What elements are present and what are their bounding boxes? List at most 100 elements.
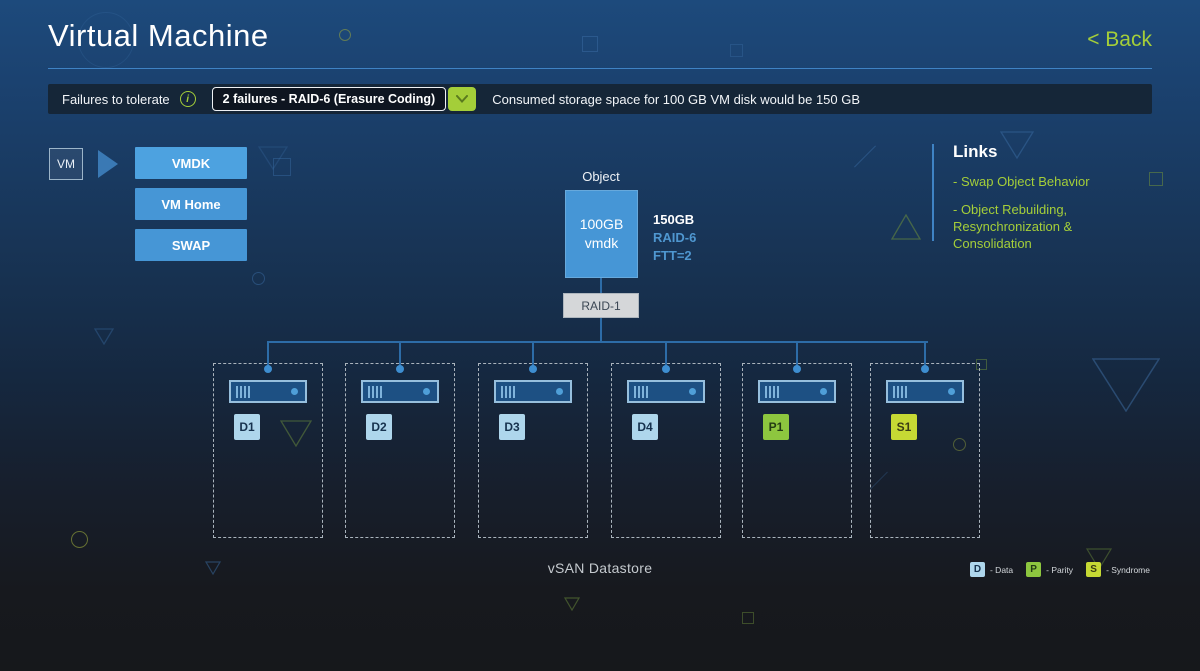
component-badge: D1 <box>234 414 260 440</box>
object-specs: 150GB RAID-6 FTT=2 <box>653 211 696 265</box>
decoration-square <box>1149 172 1163 186</box>
failures-dropdown[interactable]: 2 failures - RAID-6 (Erasure Coding) <box>211 87 477 111</box>
filter-bar: Failures to tolerate i 2 failures - RAID… <box>48 84 1152 114</box>
links-title: Links <box>953 142 998 161</box>
connector-object-raid <box>600 278 602 293</box>
connector-dot <box>921 365 929 373</box>
decoration-circle <box>71 531 88 548</box>
decoration-triangle <box>564 597 580 611</box>
object-type: vmdk <box>584 235 619 251</box>
tree-stub <box>796 341 798 367</box>
component-node: D4 <box>611 363 721 538</box>
dropdown-toggle-button[interactable] <box>448 87 477 111</box>
spec-consumed-size: 150GB <box>653 212 695 227</box>
page-title: Virtual Machine <box>48 18 269 53</box>
tree-stub <box>267 341 269 367</box>
decoration-triangle <box>205 561 221 575</box>
title-divider <box>48 68 1152 69</box>
vm-home-button[interactable]: VM Home <box>135 188 247 220</box>
server-bars <box>501 385 515 398</box>
vmdk-button[interactable]: VMDK <box>135 147 247 179</box>
component-badge: D4 <box>632 414 658 440</box>
connector-raid-tree <box>600 318 602 341</box>
server-led <box>423 388 430 395</box>
server-led <box>820 388 827 395</box>
component-node: S1 <box>870 363 980 538</box>
decoration-triangle <box>891 214 921 240</box>
component-badge: S1 <box>891 414 917 440</box>
server-bars <box>893 385 907 398</box>
decoration-triangle <box>94 328 114 345</box>
component-badge: P1 <box>763 414 789 440</box>
swap-object-behavior-link[interactable]: - Swap Object Behavior <box>953 174 1090 189</box>
server-icon <box>758 380 836 403</box>
server-bars <box>236 385 250 398</box>
decoration-slash <box>854 145 876 168</box>
links-panel: Links - Swap Object Behavior - Object Re… <box>953 142 1143 252</box>
decoration-triangle <box>1092 358 1160 412</box>
tree-horizontal-line <box>268 341 928 343</box>
connector-dot <box>264 365 272 373</box>
back-link[interactable]: < Back <box>1087 28 1152 51</box>
component-node: D1 <box>213 363 323 538</box>
legend-label: - Data <box>989 564 1014 575</box>
object-rebuilding-link[interactable]: - Object Rebuilding, Resynchronization &… <box>953 202 1073 251</box>
decoration-square <box>582 36 598 52</box>
vmdk-object-box: 100GB vmdk <box>565 190 638 278</box>
component-badge: D2 <box>366 414 392 440</box>
tree-stub <box>924 341 926 367</box>
component-node: P1 <box>742 363 852 538</box>
legend-item-data: D - Data <box>969 562 1014 577</box>
info-icon[interactable]: i <box>179 91 196 107</box>
decoration-square <box>273 158 291 176</box>
server-icon <box>886 380 964 403</box>
decoration-circle <box>339 29 351 41</box>
decoration-square <box>730 44 743 57</box>
tree-stub <box>665 341 667 367</box>
connector-dot <box>396 365 404 373</box>
component-badge: D3 <box>499 414 525 440</box>
data-swatch: D <box>969 562 985 577</box>
server-led <box>556 388 563 395</box>
server-icon <box>361 380 439 403</box>
server-led <box>948 388 955 395</box>
decoration-triangle <box>258 146 288 170</box>
object-label: Object <box>582 169 620 184</box>
object-size: 100GB <box>579 216 624 232</box>
connector-dot <box>529 365 537 373</box>
legend: D - Data P - Parity S - Syndrome <box>969 562 1150 577</box>
decoration-circle <box>252 272 265 285</box>
component-node: D2 <box>345 363 455 538</box>
swap-button[interactable]: SWAP <box>135 229 247 261</box>
vm-box: VM <box>49 148 83 180</box>
server-led <box>291 388 298 395</box>
chevron-down-icon <box>456 95 469 103</box>
tree-stub <box>399 341 401 367</box>
parity-swatch: P <box>1026 562 1042 577</box>
connector-dot <box>662 365 670 373</box>
server-icon <box>627 380 705 403</box>
raid-node-box: RAID-1 <box>563 293 639 318</box>
server-led <box>689 388 696 395</box>
spec-ftt: FTT=2 <box>653 248 692 263</box>
consumed-storage-text: Consumed storage space for 100 GB VM dis… <box>492 91 861 107</box>
legend-label: - Syndrome <box>1106 564 1150 575</box>
server-bars <box>368 385 382 398</box>
failures-to-tolerate-label: Failures to tolerate <box>62 91 170 107</box>
decoration-square <box>742 612 754 624</box>
legend-item-parity: P - Parity <box>1026 562 1073 577</box>
server-icon <box>494 380 572 403</box>
legend-label: - Parity <box>1046 564 1074 575</box>
server-bars <box>634 385 648 398</box>
arrow-right-icon <box>98 150 118 178</box>
legend-item-syndrome: S - Syndrome <box>1086 562 1150 577</box>
syndrome-swatch: S <box>1086 562 1102 577</box>
vsan-datastore-label: vSAN Datastore <box>547 560 653 576</box>
links-divider <box>932 144 934 241</box>
spec-raid-level: RAID-6 <box>653 230 697 245</box>
failures-dropdown-value[interactable]: 2 failures - RAID-6 (Erasure Coding) <box>211 87 447 111</box>
connector-dot <box>793 365 801 373</box>
server-icon <box>229 380 307 403</box>
tree-stub <box>532 341 534 367</box>
